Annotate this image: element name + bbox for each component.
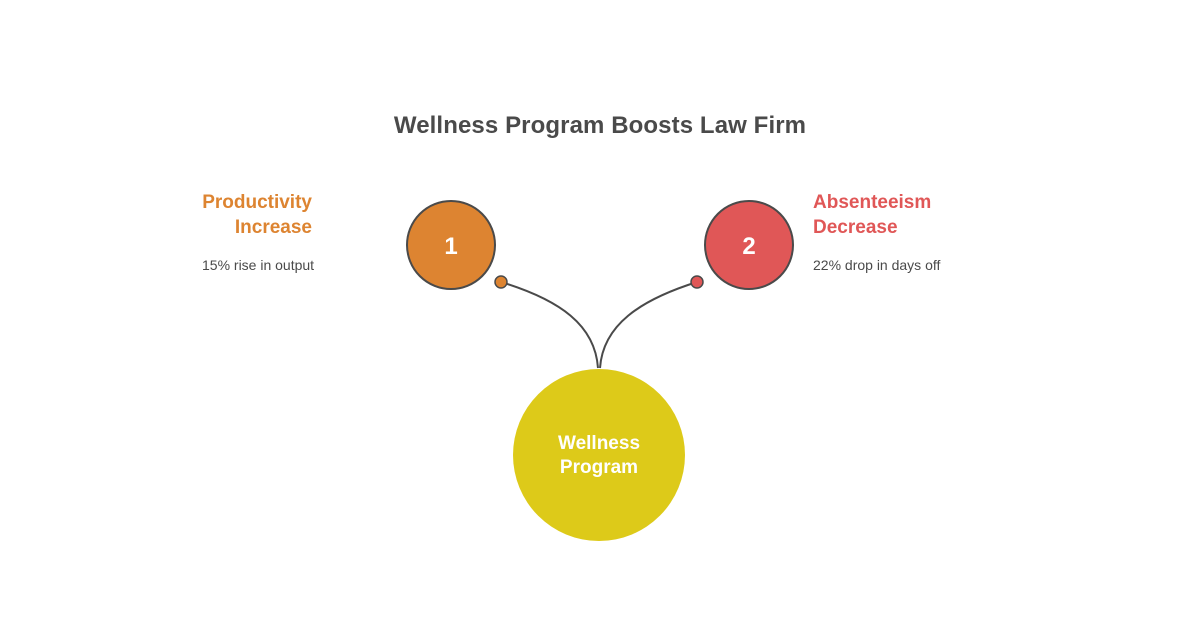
center-label-line1: Wellness <box>557 433 641 454</box>
node-1-circle <box>406 200 496 290</box>
diagram-title: Wellness Program Boosts Law Firm <box>393 112 807 139</box>
node-2-circle <box>704 200 794 290</box>
node-2-heading-line1: Absenteeism <box>813 192 932 213</box>
node-1-heading-line2: Increase <box>234 217 312 238</box>
center-label: Wellness Program <box>514 432 684 480</box>
center-label-line2: Program <box>559 457 639 478</box>
node-1-heading: Productivity Increase <box>150 190 312 240</box>
node-2-connector-dot <box>690 275 704 289</box>
node-1-heading-line1: Productivity <box>202 192 312 213</box>
node-2-heading: Absenteeism Decrease <box>813 190 1013 240</box>
node-1-number: 1 <box>444 233 457 260</box>
node-1-description: 15% rise in output <box>202 257 315 273</box>
node-1-connector-dot <box>494 275 508 289</box>
center-circle <box>513 369 685 541</box>
node-2-description: 22% drop in days off <box>813 257 941 273</box>
node-2-number: 2 <box>742 233 755 260</box>
connector-line-1 <box>500 281 599 369</box>
connector-line-2 <box>599 281 698 369</box>
node-2-heading-line2: Decrease <box>813 217 898 238</box>
